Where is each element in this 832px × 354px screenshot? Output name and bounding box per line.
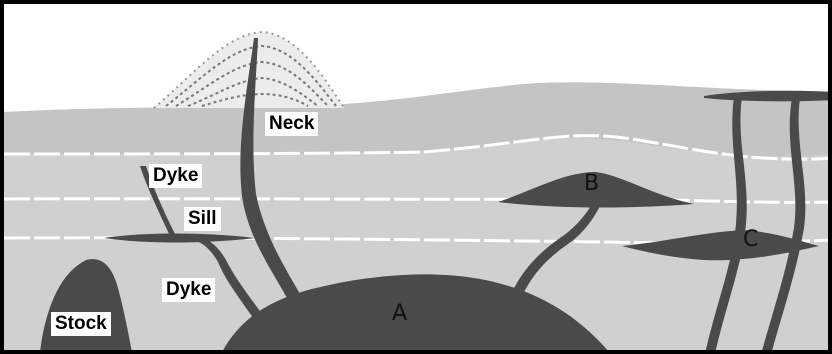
marker-c: C	[743, 228, 758, 252]
cross-section-diagram	[4, 4, 832, 354]
label-dyke-lower: Dyke	[162, 278, 215, 302]
label-stock: Stock	[51, 312, 111, 336]
surface-layer	[4, 82, 832, 156]
label-sill: Sill	[184, 207, 221, 231]
marker-b: B	[584, 172, 599, 196]
label-neck: Neck	[265, 112, 318, 136]
label-dyke-upper: Dyke	[149, 164, 202, 188]
marker-a: A	[392, 302, 407, 326]
